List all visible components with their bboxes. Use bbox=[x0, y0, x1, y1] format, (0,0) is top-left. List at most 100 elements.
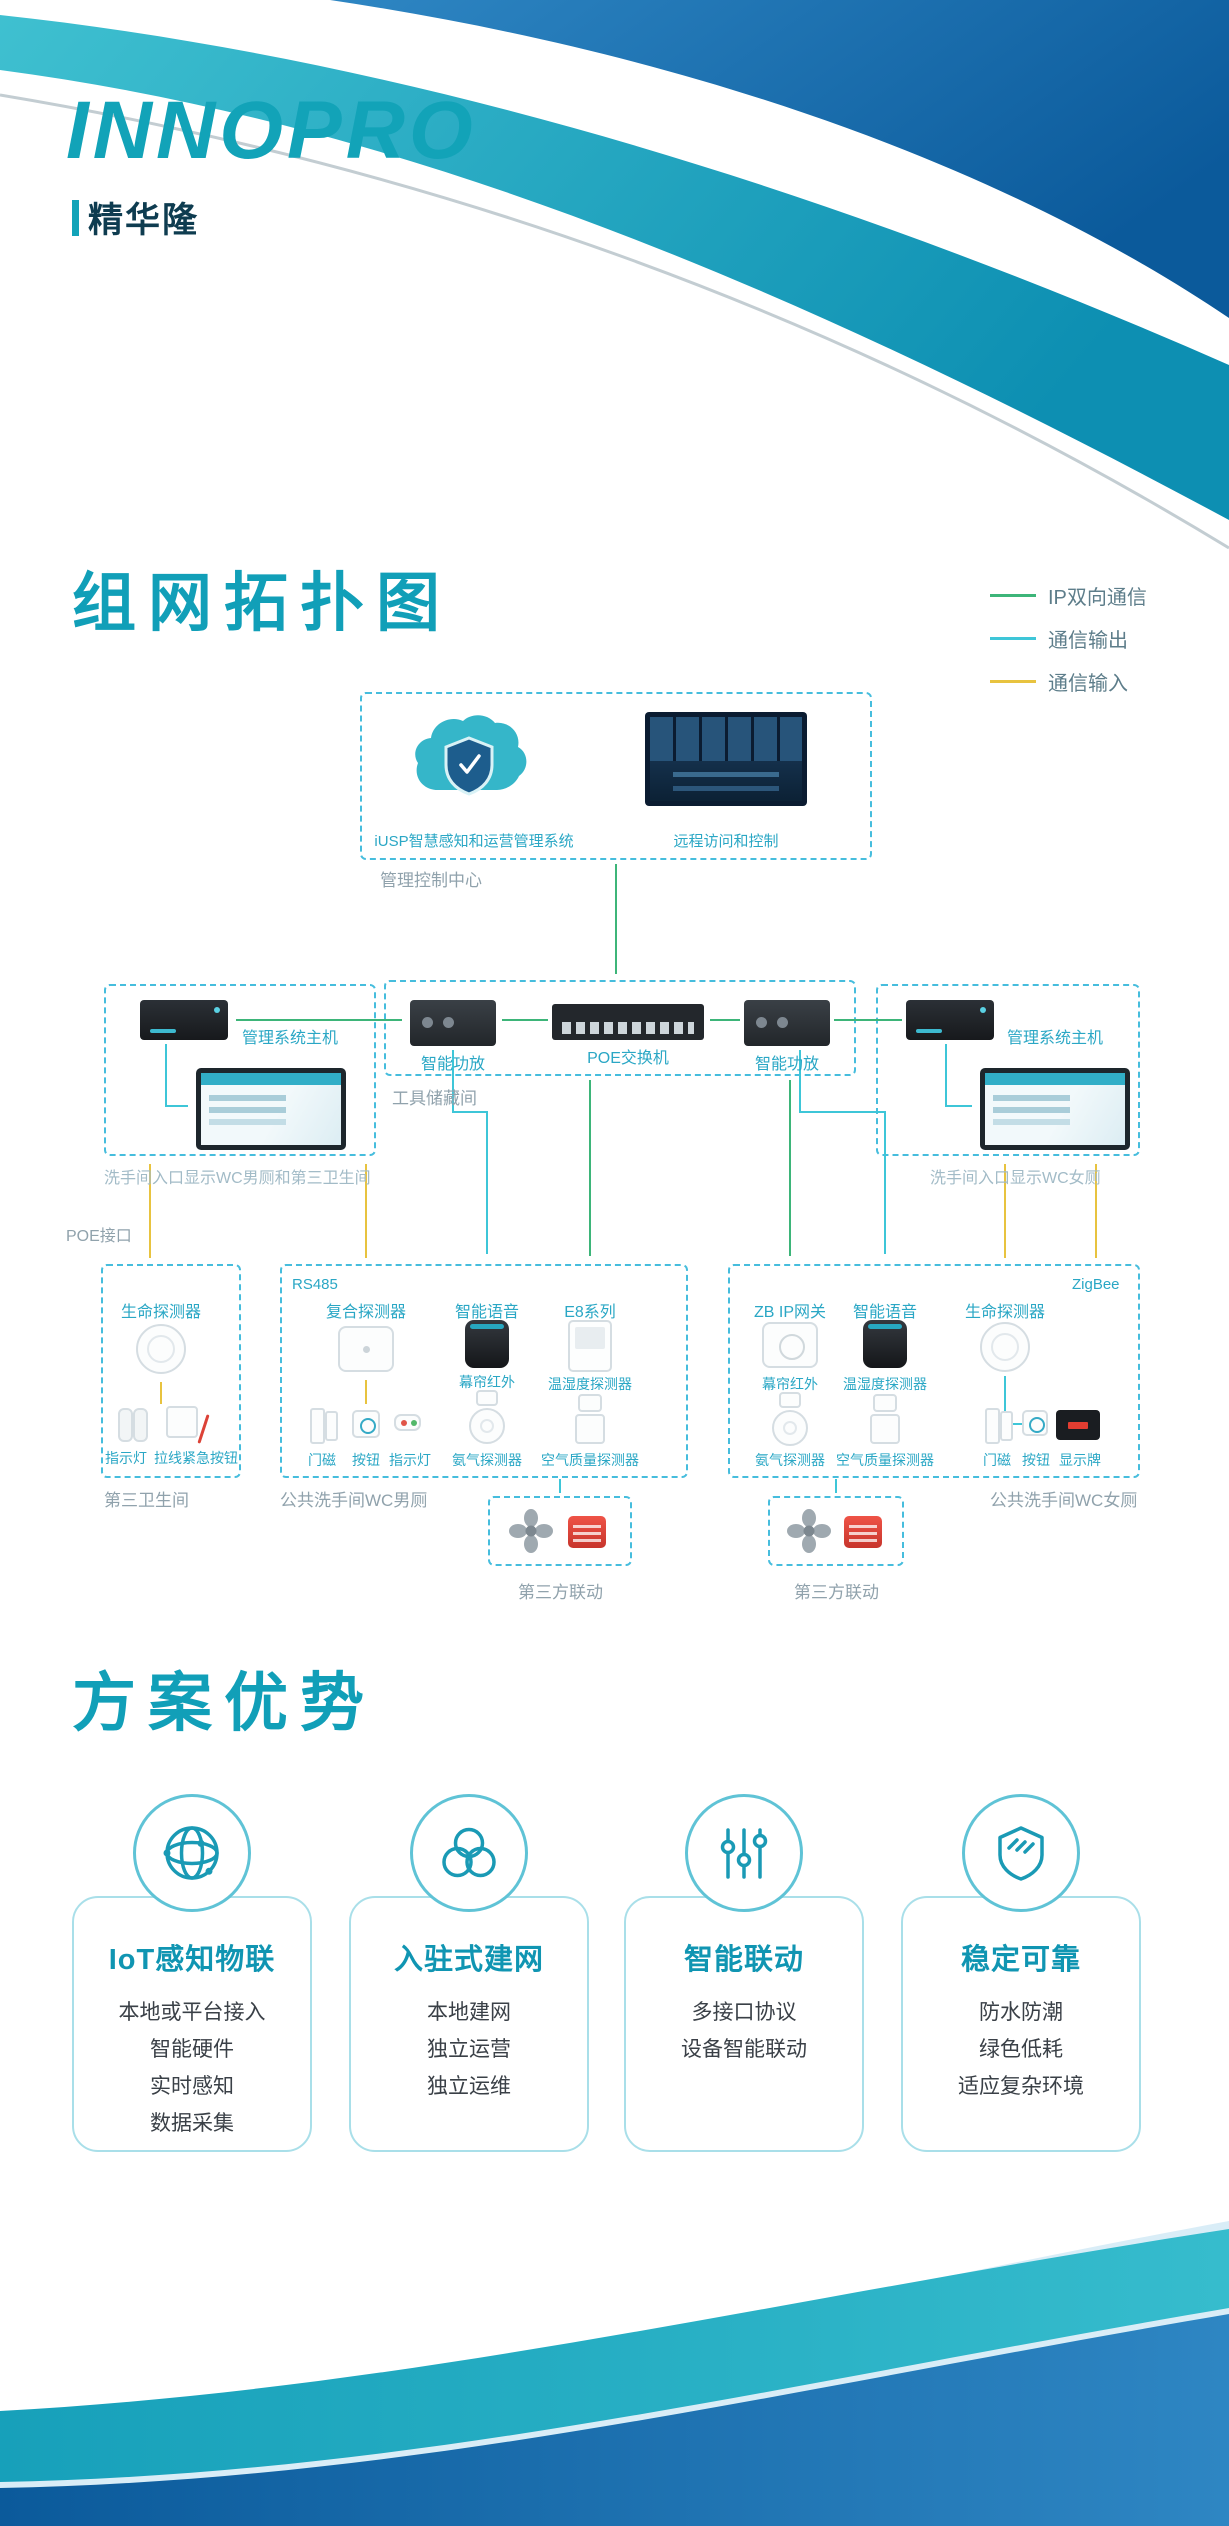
legend-item: 通信输出 bbox=[990, 617, 1147, 660]
card-item: 绿色低耗 bbox=[979, 2038, 1063, 2061]
smart-voice-label: 智能语音 bbox=[454, 1304, 520, 1321]
advantage-card-iot: IoT感知物联 本地或平台接入 智能硬件 实时感知 数据采集 bbox=[72, 1794, 312, 2152]
temp-humidity-icon bbox=[873, 1394, 897, 1412]
legend-label: 通信输出 bbox=[1048, 630, 1128, 652]
legend-label: 通信输入 bbox=[1048, 673, 1128, 695]
header-wave bbox=[0, 0, 1229, 550]
life-detector-icon bbox=[980, 1322, 1030, 1372]
air-quality-icon bbox=[575, 1414, 605, 1444]
smart-speaker-icon bbox=[465, 1320, 509, 1368]
rs485-bus-label: RS485 bbox=[292, 1276, 338, 1293]
card-item: 适应复杂环境 bbox=[958, 2075, 1084, 2098]
zb-gateway-label: ZB IP网关 bbox=[753, 1304, 827, 1321]
advantage-card-network: 入驻式建网 本地建网 独立运营 独立运维 bbox=[349, 1794, 589, 2152]
poe-switch-icon bbox=[552, 1004, 704, 1040]
amp-left-label: 智能功放 bbox=[420, 1056, 486, 1073]
e8-panel-icon bbox=[568, 1320, 612, 1372]
control-room-monitor bbox=[645, 712, 807, 806]
legend-swatch-output bbox=[990, 637, 1036, 640]
card-item: 独立运营 bbox=[427, 2038, 511, 2061]
linkage-right-label: 第三方联动 bbox=[794, 1583, 879, 1602]
indicator-light-label: 指示灯 bbox=[389, 1452, 431, 1468]
pull-cord-button-icon bbox=[166, 1406, 198, 1438]
tool-room-caption: 工具储藏间 bbox=[392, 1089, 477, 1108]
caption-right: 洗手间入口显示WC女厕 bbox=[930, 1170, 1101, 1187]
brand-bar bbox=[72, 199, 79, 236]
life-detector-label: 生命探测器 bbox=[964, 1304, 1046, 1321]
network-circles-icon bbox=[410, 1794, 528, 1912]
card-items: 多接口协议 设备智能联动 bbox=[626, 1994, 862, 2068]
amplifier-left-icon bbox=[410, 1000, 496, 1046]
curtain-ir-icon bbox=[779, 1392, 801, 1408]
card-item: 本地或平台接入 bbox=[118, 2001, 266, 2024]
video-wall bbox=[650, 717, 802, 761]
smart-voice-label: 智能语音 bbox=[852, 1304, 918, 1321]
indicator-light-icon bbox=[394, 1414, 421, 1431]
fan-icon bbox=[787, 1509, 831, 1553]
footer-wave bbox=[0, 2221, 1229, 2526]
topology-title: 组网拓扑图 bbox=[72, 567, 452, 639]
card-item: 数据采集 bbox=[150, 2112, 234, 2135]
life-detector-label: 生命探测器 bbox=[120, 1304, 202, 1321]
card-item: 设备智能联动 bbox=[681, 2038, 807, 2061]
innopro-logo: INNOPRO bbox=[66, 85, 477, 176]
composite-detector-icon bbox=[338, 1326, 394, 1372]
caption-left: 洗手间入口显示WC男厕和第三卫生间 bbox=[104, 1170, 371, 1187]
third-room-name: 第三卫生间 bbox=[104, 1491, 189, 1510]
temp-humidity-icon bbox=[578, 1394, 602, 1412]
legend-item: IP双向通信 bbox=[990, 574, 1147, 617]
host-device-icon bbox=[906, 1000, 994, 1040]
indicator-light-label: 指示灯 bbox=[105, 1450, 147, 1466]
linkage-right-box bbox=[768, 1496, 904, 1566]
amp-right-label: 智能功放 bbox=[754, 1056, 820, 1073]
button-icon bbox=[1022, 1410, 1048, 1436]
temp-humidity-label: 温湿度探测器 bbox=[548, 1376, 632, 1392]
composite-detector-label: 复合探测器 bbox=[325, 1304, 407, 1321]
curtain-ir-icon bbox=[476, 1390, 498, 1406]
siren-icon bbox=[844, 1516, 882, 1548]
amplifier-right-icon bbox=[744, 1000, 830, 1046]
legend: IP双向通信 通信输出 通信输入 bbox=[990, 574, 1147, 703]
card-title: 入驻式建网 bbox=[393, 1944, 544, 1976]
legend-label: IP双向通信 bbox=[1048, 587, 1147, 609]
ammonia-detector-icon bbox=[469, 1408, 505, 1444]
curtain-ir-label: 幕帘红外 bbox=[459, 1374, 515, 1390]
indicator-light-icon bbox=[118, 1408, 148, 1442]
brand-name: 精华隆 bbox=[72, 192, 199, 243]
ammonia-detector-label: 氨气探测器 bbox=[755, 1452, 825, 1468]
shield-icon bbox=[962, 1794, 1080, 1912]
poe-port-label: POE接口 bbox=[66, 1228, 132, 1245]
poe-switch-label: POE交换机 bbox=[587, 1050, 669, 1067]
monitor-screen bbox=[201, 1073, 341, 1145]
card-items: 防水防潮 绿色低耗 适应复杂环境 bbox=[903, 1994, 1139, 2105]
card-title: 稳定可靠 bbox=[960, 1944, 1081, 1976]
siren-icon bbox=[568, 1516, 606, 1548]
fan-icon bbox=[509, 1509, 553, 1553]
zb-ip-gateway-icon bbox=[762, 1322, 818, 1368]
control-center-caption: 管理控制中心 bbox=[380, 871, 482, 890]
life-detector-icon bbox=[136, 1324, 186, 1374]
cloud-shield-icon bbox=[415, 715, 527, 796]
advantages-title: 方案优势 bbox=[72, 1667, 376, 1739]
host-right-label: 管理系统主机 bbox=[1006, 1030, 1104, 1047]
wc-display-monitor-right bbox=[980, 1068, 1130, 1150]
air-quality-label: 空气质量探测器 bbox=[541, 1452, 639, 1468]
smart-speaker-icon bbox=[863, 1320, 907, 1368]
card-items: 本地或平台接入 智能硬件 实时感知 数据采集 bbox=[74, 1994, 310, 2142]
third-restroom-box bbox=[101, 1264, 241, 1478]
curtain-ir-label: 幕帘红外 bbox=[762, 1376, 818, 1392]
monitor-screen bbox=[985, 1073, 1125, 1145]
sliders-icon bbox=[685, 1794, 803, 1912]
control-room-floor bbox=[650, 760, 802, 801]
card-title: 智能联动 bbox=[683, 1944, 804, 1976]
card-title: IoT感知物联 bbox=[108, 1944, 276, 1976]
remote-access-label: 远程访问和控制 bbox=[673, 833, 779, 850]
host-device-icon bbox=[140, 1000, 228, 1040]
host-left-box bbox=[104, 984, 376, 1156]
tool-room-box bbox=[384, 980, 856, 1076]
advantage-card-stable: 稳定可靠 防水防潮 绿色低耗 适应复杂环境 bbox=[901, 1794, 1141, 2152]
pull-cord-button-label: 拉线紧急按钮 bbox=[154, 1450, 238, 1466]
display-sign-label: 显示牌 bbox=[1059, 1452, 1101, 1468]
legend-item: 通信输入 bbox=[990, 660, 1147, 703]
